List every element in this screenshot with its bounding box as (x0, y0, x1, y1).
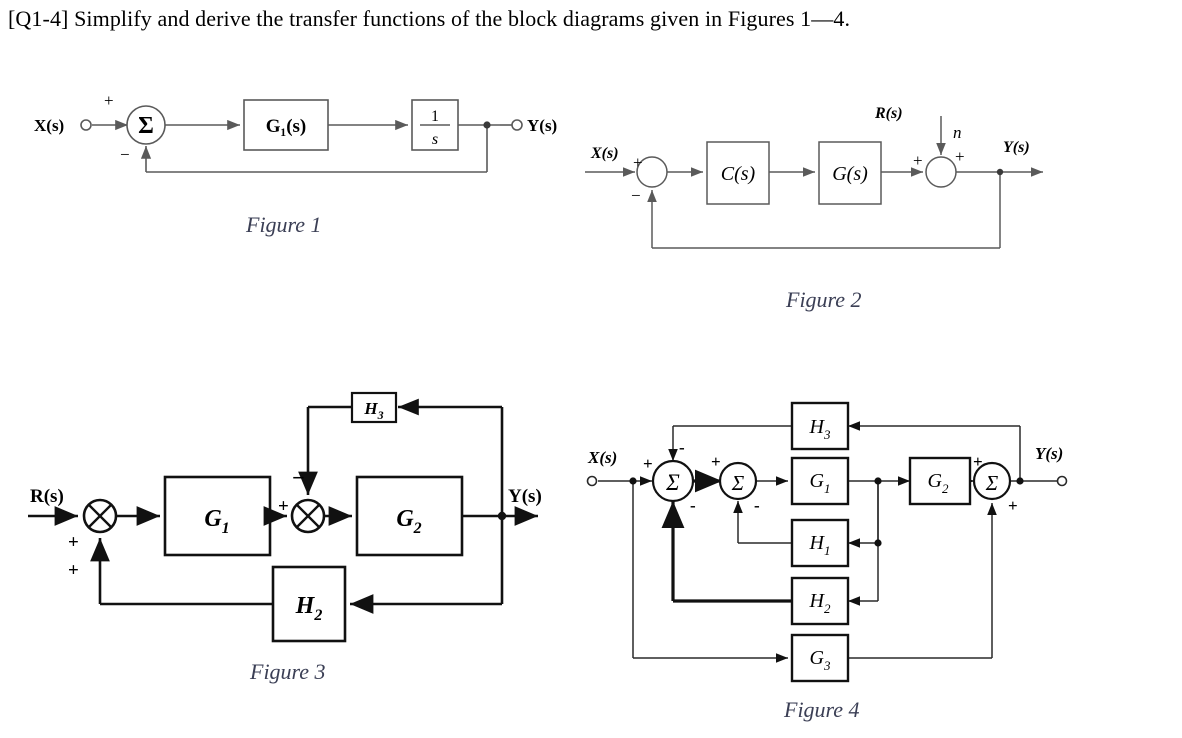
takeoff-node (996, 168, 1004, 176)
figure-1-sign-plus: + (104, 91, 114, 110)
output-terminal (511, 119, 523, 131)
figure-3-h3-label: H3 (363, 399, 383, 422)
figure-3-input-label: R(s) (30, 486, 64, 507)
block-g1 (163, 475, 272, 557)
figure-2-sign-plus-left: + (913, 151, 923, 170)
figure-3-output-label: Y(s) (508, 486, 542, 507)
figure-2-c-label: C(s) (721, 163, 756, 185)
figure-1-sign-minus: − (120, 145, 130, 164)
figure-1-sigma-symbol: Σ (138, 113, 154, 139)
figure-1-integrator-denominator: s (432, 131, 438, 148)
figure-1-output-label: Y(s) (527, 116, 557, 135)
figure-4-input-label: X(s) (587, 448, 617, 467)
node-x-takeoff (629, 477, 637, 485)
figure-4-g3-label: G3 (810, 647, 831, 673)
figure-3-caption: Figure 3 (250, 659, 326, 684)
figure-4-sum3-symbol: Σ (985, 471, 999, 495)
figure-4-diagram: X(s) Y(s) + - - + - + + Σ Σ Σ H3 G1 G2 H… (586, 401, 1068, 683)
figure-4-sum3-plus: + (973, 452, 983, 471)
figure-4-sum2-symbol: Σ (731, 471, 745, 495)
figure-3-g1-label: G1 (204, 506, 229, 537)
block-g2 (908, 456, 972, 506)
block-h2 (790, 576, 850, 626)
figure-1-caption: Figure 1 (246, 212, 322, 237)
figure-2-disturbance-label: R(s) (874, 105, 903, 122)
figure-4-g1-label: G1 (810, 470, 831, 496)
block-c (706, 141, 770, 205)
figure-4: X(s) Y(s) + - - + - + + Σ Σ Σ H3 G1 G2 H… (580, 395, 1100, 683)
block-h2 (271, 565, 347, 643)
figure-2-caption: Figure 2 (786, 287, 862, 312)
block-g (818, 141, 882, 205)
takeoff-node (497, 511, 507, 521)
figure-2-disturbance-signal: n (953, 123, 962, 142)
summing-junction-disturbance (925, 156, 957, 188)
output-terminal (1056, 475, 1068, 487)
block-g3 (790, 633, 850, 683)
figure-2-diagram: X(s) + − C(s) G(s) R(s) n + + Y(s) (585, 105, 1043, 249)
figure-3-diagram: R(s) + + + − G1 G2 H2 H3 Y(s) (28, 391, 542, 643)
figure-4-h2-label: H2 (809, 590, 831, 616)
block-h3 (790, 401, 850, 451)
figure-4-sum1-bottom-minus: - (690, 496, 696, 515)
figure-3-h2-label: H2 (295, 593, 323, 624)
figure-4-sum1-top-minus: - (679, 438, 685, 457)
figure-1: X(s) Y(s) Σ + − G₁(s) 1 s (0, 80, 590, 210)
figure-4-sum2-minus: - (754, 496, 760, 515)
node-y-takeoff (1016, 477, 1024, 485)
block-g1 (790, 456, 850, 506)
node-h1-takeoff (874, 539, 882, 547)
summing-junction-2 (718, 461, 758, 501)
figure-4-h1-label: H1 (809, 532, 831, 558)
figure-4-output-label: Y(s) (1035, 444, 1063, 463)
takeoff-node (483, 121, 491, 129)
figure-3-g2-label: G2 (396, 506, 421, 537)
figure-4-h3-label: H3 (809, 416, 831, 442)
figure-4-caption: Figure 4 (784, 697, 860, 722)
figure-4-sum3-plus-bottom: + (1008, 496, 1018, 515)
figure-2-output-label: Y(s) (1003, 139, 1030, 156)
figure-2-sign-plus-in: + (633, 153, 643, 172)
input-terminal (586, 475, 598, 487)
figure-1-integrator-numerator: 1 (431, 108, 439, 125)
summing-junction-1 (651, 459, 695, 503)
figure-4-g2-label: G2 (928, 470, 949, 496)
block-g1 (243, 99, 329, 151)
figure-3-sign-plus-in-2: + (278, 496, 289, 517)
figure-4-sum2-plus: + (711, 452, 721, 471)
figure-2-sign-plus-top: + (955, 147, 965, 166)
figure-2-g-label: G(s) (832, 163, 868, 185)
summing-junction-3 (972, 461, 1012, 501)
input-terminal (80, 119, 92, 131)
figure-2: X(s) + − C(s) G(s) R(s) n + + Y(s) (575, 100, 1175, 290)
figure-2-sign-minus-fb: − (631, 186, 641, 205)
figure-4-sum1-symbol: Σ (665, 470, 680, 495)
figure-1-g1-label: G₁(s) (266, 116, 307, 137)
page-title: [Q1-4] Simplify and derive the transfer … (8, 6, 851, 31)
figure-1-diagram: X(s) Y(s) Σ + − G₁(s) 1 s (34, 91, 557, 173)
figure-3-sign-plus-fb: + (68, 560, 79, 581)
figure-1-input-label: X(s) (34, 116, 64, 135)
figure-3: R(s) + + + − G1 G2 H2 H3 Y(s) (10, 390, 580, 650)
figure-3-sign-minus-2: − (292, 465, 305, 490)
node-g1-takeoff (874, 477, 882, 485)
block-h1 (790, 518, 850, 568)
figure-2-input-label: X(s) (590, 145, 619, 162)
figure-4-sum1-plus: + (643, 454, 653, 473)
figure-3-sign-plus-in: + (68, 532, 79, 553)
